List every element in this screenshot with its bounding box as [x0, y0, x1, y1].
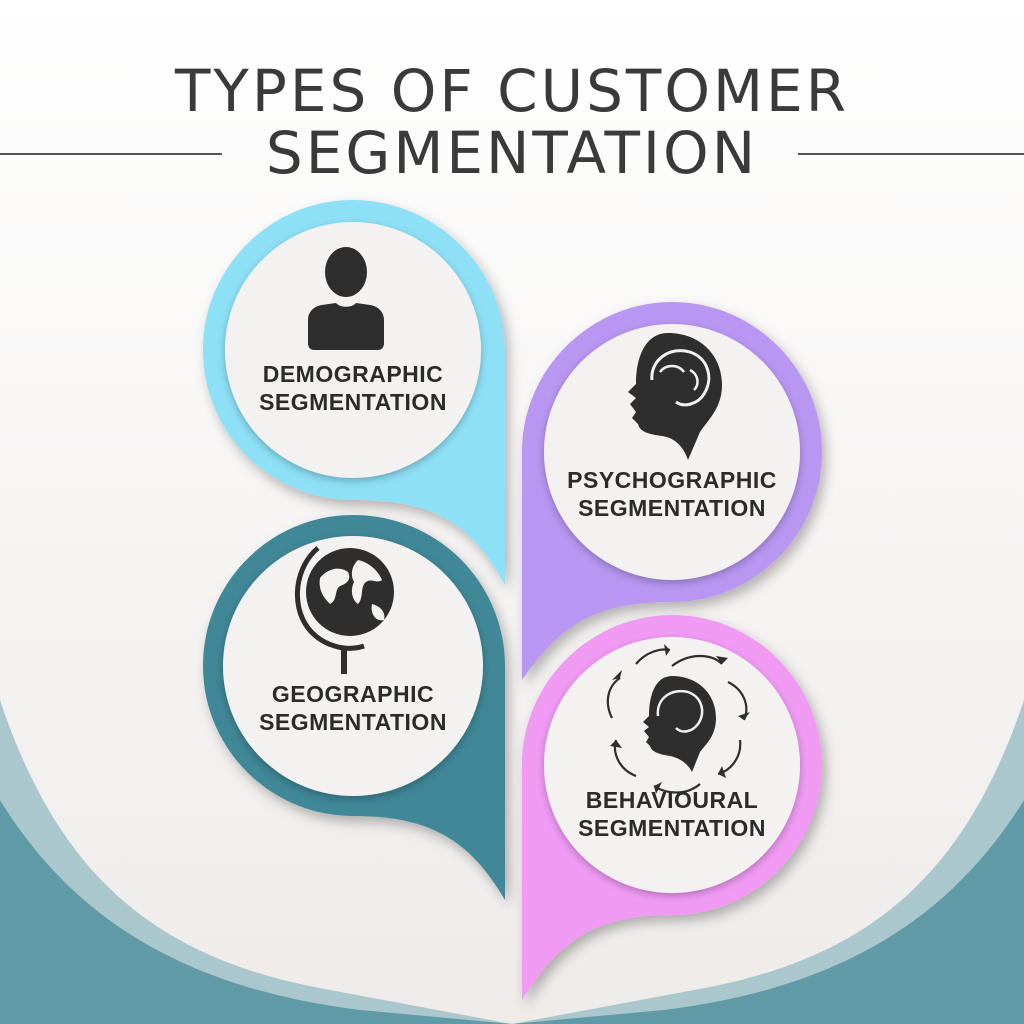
geographic-label: GEOGRAPHIC SEGMENTATION: [223, 680, 483, 736]
demographic-label: DEMOGRAPHIC SEGMENTATION: [223, 360, 483, 416]
psychographic-label-line-1: PSYCHOGRAPHIC: [567, 467, 777, 493]
demographic-label-line-2: SEGMENTATION: [259, 389, 447, 415]
geographic-circle: [223, 536, 483, 796]
globe-icon: [294, 546, 394, 674]
behavioural-label-line-1: BEHAVIOURAL: [585, 787, 759, 813]
wave-inner: [0, 800, 1024, 1024]
arrow-heads: [610, 644, 750, 794]
geographic-label-line-1: GEOGRAPHIC: [271, 681, 435, 707]
title-line-2: SEGMENTATION: [265, 119, 759, 187]
demographic-label-line-1: DEMOGRAPHIC: [262, 361, 444, 387]
title-rule-right: [798, 153, 1024, 155]
psychographic-label: PSYCHOGRAPHIC SEGMENTATION: [542, 466, 802, 522]
title-line-1: TYPES OF CUSTOMER: [174, 57, 850, 125]
behavioural-label-line-2: SEGMENTATION: [578, 815, 766, 841]
title-rule-left: [0, 153, 222, 155]
psychographic-label-line-2: SEGMENTATION: [578, 495, 766, 521]
behavioural-circle: [544, 637, 800, 893]
behavioural-label: BEHAVIOURAL SEGMENTATION: [542, 786, 802, 842]
head-brain-icon: [628, 333, 722, 460]
psychographic-circle: [544, 324, 800, 580]
person-icon: [308, 247, 384, 350]
geographic-label-line-2: SEGMENTATION: [259, 709, 447, 735]
head-arrows-icon: [606, 644, 750, 794]
